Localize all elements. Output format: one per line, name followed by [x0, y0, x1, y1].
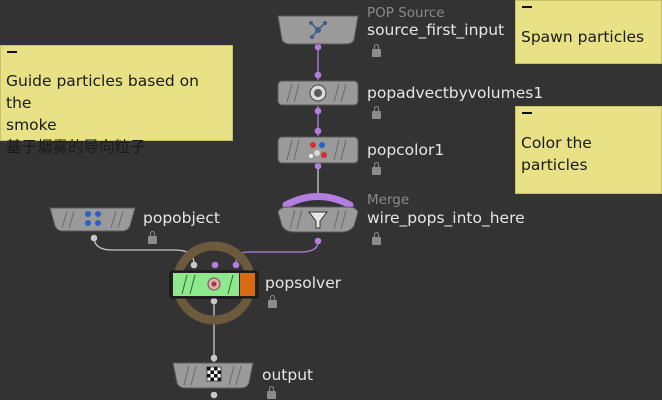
node-popobject[interactable] [49, 207, 136, 232]
input-dot-solver-2[interactable] [211, 261, 219, 269]
lock-icon[interactable] [268, 295, 277, 308]
output-dot-source[interactable] [314, 43, 322, 51]
sticky-text-line: 基于烟雾的导向粒子 [6, 138, 146, 156]
lock-icon[interactable] [372, 106, 381, 119]
template-flag-bar[interactable] [240, 273, 255, 296]
input-dot-color[interactable] [314, 127, 322, 135]
sticky-note-spawn[interactable]: Spawn particles [515, 0, 662, 64]
dots-icon [85, 211, 101, 226]
lock-icon[interactable] [372, 162, 381, 175]
node-name-label[interactable]: source_first_input [367, 21, 505, 39]
output-dot-solver[interactable] [210, 297, 218, 305]
checkered-flag-icon [206, 366, 222, 382]
sticky-text-line: Guide particles based on the [6, 72, 199, 112]
sticky-note-guide[interactable]: Guide particles based on the smoke 基于烟雾的… [0, 45, 233, 156]
connector-dots [90, 43, 322, 399]
solver-icon [207, 277, 221, 291]
funnel-icon [307, 211, 329, 229]
output-dot-advect[interactable] [314, 107, 322, 115]
node-output[interactable] [172, 362, 254, 389]
node-name-label[interactable]: popsolver [265, 274, 342, 292]
node-name-label[interactable]: popobject [143, 209, 220, 227]
node-name-label[interactable]: popadvectbyvolumes1 [367, 84, 544, 102]
node-name-label[interactable]: popcolor1 [367, 141, 445, 159]
lock-icon[interactable] [372, 232, 381, 245]
sticky-text-line: smoke [6, 116, 57, 134]
sticky-text: Color the particles [521, 134, 592, 174]
collapse-icon[interactable] [522, 112, 532, 114]
input-dot-solver-3[interactable] [232, 261, 240, 269]
sticky-text: Spawn particles [521, 28, 645, 46]
node-type-label: Merge [367, 192, 410, 208]
input-dot-solver-1[interactable] [190, 261, 198, 269]
node-type-label: POP Source [367, 5, 445, 21]
node-merge[interactable] [277, 193, 359, 233]
collapse-icon[interactable] [522, 6, 532, 8]
node-popcolor1[interactable] [277, 136, 359, 164]
source-icon [309, 21, 327, 39]
output-dot-color[interactable] [314, 162, 322, 170]
color-dots-icon [309, 142, 327, 158]
input-dot-output[interactable] [210, 354, 218, 362]
lock-icon[interactable] [148, 231, 157, 244]
input-dot-advect[interactable] [314, 71, 322, 79]
lock-icon[interactable] [372, 44, 381, 57]
wire-popobject-solver[interactable] [93, 236, 195, 265]
node-name-label[interactable]: output [262, 366, 314, 384]
output-dot-merge[interactable] [314, 237, 322, 245]
node-popadvectbyvolumes1[interactable] [277, 80, 359, 106]
node-name-label[interactable]: wire_pops_into_here [367, 209, 525, 227]
lock-icon[interactable] [267, 386, 276, 399]
display-flag-bar[interactable] [173, 273, 239, 296]
output-dot-popobject[interactable] [90, 234, 98, 242]
collapse-icon[interactable] [7, 51, 17, 53]
node-source-first-input[interactable] [277, 15, 359, 45]
advect-volume-icon [309, 84, 327, 102]
output-dot-output[interactable] [210, 391, 218, 399]
sticky-note-color[interactable]: Color the particles [515, 106, 662, 194]
merge-input-bar[interactable] [282, 193, 354, 209]
node-popsolver[interactable] [169, 241, 259, 325]
